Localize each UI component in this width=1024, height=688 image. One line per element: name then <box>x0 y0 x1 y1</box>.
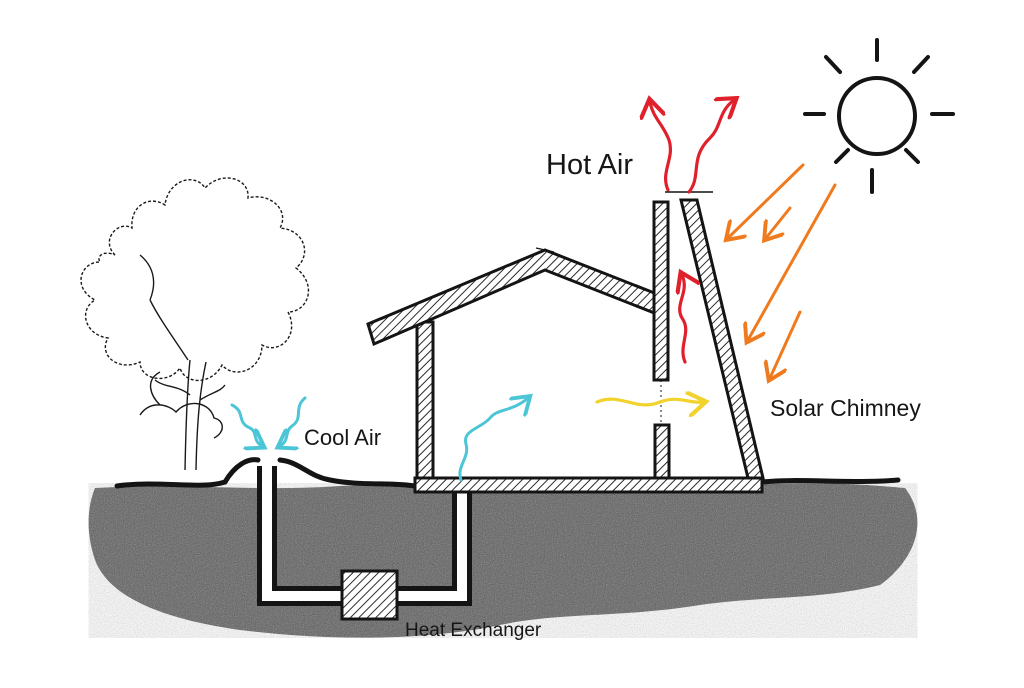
heat-exchanger-box <box>340 569 399 621</box>
cool-air-arrows <box>230 398 528 482</box>
tree <box>80 177 310 471</box>
sun-ray-arrows <box>728 163 837 378</box>
sun-icon <box>803 38 955 194</box>
ground-soil <box>88 483 918 638</box>
cool-air-label: Cool Air <box>304 425 382 450</box>
hot-air-label: Hot Air <box>546 149 634 181</box>
house <box>366 191 765 494</box>
warm-air-arrow <box>595 399 703 405</box>
heat-exchanger-label: Heat Exchanger <box>405 620 542 641</box>
hot-air-arrows <box>650 100 734 364</box>
ground-line <box>114 457 901 489</box>
solar-chimney-label: Solar Chimney <box>770 395 921 421</box>
